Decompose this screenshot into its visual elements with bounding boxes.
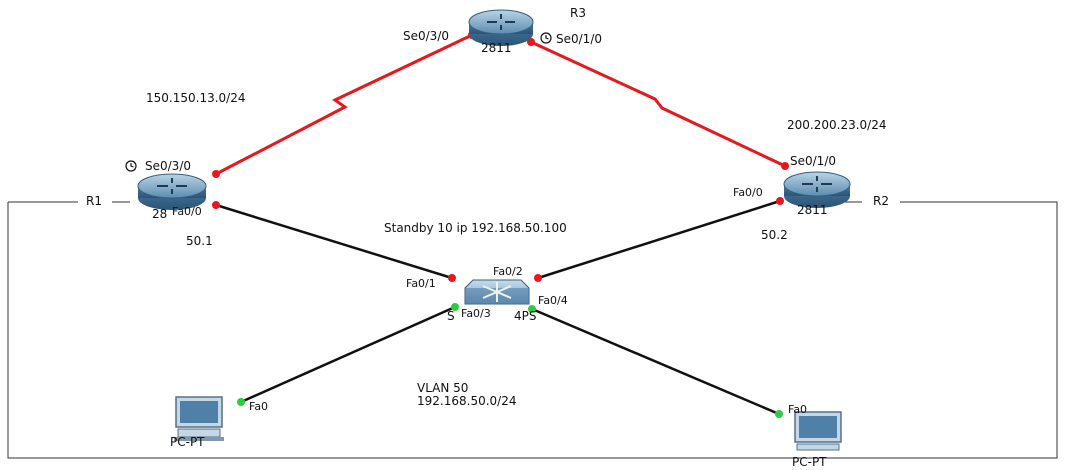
- router-arrows-icon: [157, 178, 187, 194]
- port-dot: [528, 305, 536, 313]
- port-dot: [448, 274, 456, 282]
- pc-left[interactable]: [174, 396, 224, 441]
- r3-interface-right: Se0/1/0: [556, 32, 602, 46]
- r1-hostname: R1: [86, 194, 102, 208]
- r1-interface-fast: Fa0/0: [172, 205, 202, 218]
- port-dot: [776, 197, 784, 205]
- network-left-serial: 150.150.13.0/24: [146, 91, 245, 105]
- router-r1[interactable]: [137, 173, 207, 210]
- port-dot: [212, 201, 220, 209]
- port-dot: [237, 398, 245, 406]
- port-dot: [212, 170, 220, 178]
- clock-icon: [125, 160, 137, 172]
- ethernet-link-r2-switch[interactable]: [537, 199, 781, 280]
- r2-interface-serial: Se0/1/0: [790, 154, 836, 168]
- router-r2[interactable]: [783, 171, 851, 208]
- switch-port-fa01: Fa0/1: [406, 277, 436, 290]
- pc-right-interface: Fa0: [788, 403, 807, 416]
- pc-right[interactable]: [794, 411, 842, 451]
- serial-link-r3-r2[interactable]: [530, 40, 786, 168]
- pc-right-label: PC-PT: [792, 455, 827, 469]
- ethernet-link-r1-switch[interactable]: [215, 203, 453, 280]
- router-arrows-icon: [802, 176, 832, 192]
- ethernet-link-switch-pc-right[interactable]: [531, 307, 780, 416]
- r2-address: 50.2: [761, 228, 788, 242]
- r3-model: 2811: [481, 41, 512, 55]
- port-dot: [451, 303, 459, 311]
- switch[interactable]: [464, 279, 530, 305]
- switch-model: 4PS: [514, 309, 537, 323]
- clock-icon: [540, 32, 552, 44]
- r3-hostname: R3: [570, 6, 586, 20]
- router-arrows-icon: [487, 14, 515, 30]
- r2-hostname: R2: [873, 194, 889, 208]
- lan-boundary: [7, 201, 1058, 459]
- serial-link-r1-r3[interactable]: [215, 33, 473, 176]
- r1-address: 50.1: [186, 234, 213, 248]
- router-r3[interactable]: [468, 9, 534, 46]
- port-dot: [527, 38, 535, 46]
- r1-model: 28: [152, 207, 167, 221]
- switch-port-fa03: Fa0/3: [461, 307, 491, 320]
- hsrp-standby-label: Standby 10 ip 192.168.50.100: [384, 221, 567, 235]
- port-dot: [781, 162, 789, 170]
- pc-left-label: PC-PT: [170, 435, 205, 449]
- vlan-name: VLAN 50: [417, 381, 468, 395]
- switch-hostname: S: [447, 309, 455, 323]
- vlan-network: 192.168.50.0/24: [417, 394, 516, 408]
- r2-model: 2811: [797, 203, 828, 217]
- switch-arrows-icon: [482, 282, 512, 302]
- switch-port-fa04: Fa0/4: [538, 294, 568, 307]
- network-right-serial: 200.200.23.0/24: [787, 118, 886, 132]
- r2-interface-fast: Fa0/0: [733, 186, 763, 199]
- r1-interface-serial: Se0/3/0: [145, 159, 191, 173]
- port-dot: [775, 410, 783, 418]
- ethernet-link-switch-pc-left[interactable]: [240, 305, 456, 404]
- port-dot: [534, 274, 542, 282]
- switch-port-fa02: Fa0/2: [493, 265, 523, 278]
- r3-interface-left: Se0/3/0: [403, 29, 449, 43]
- pc-left-interface: Fa0: [249, 400, 268, 413]
